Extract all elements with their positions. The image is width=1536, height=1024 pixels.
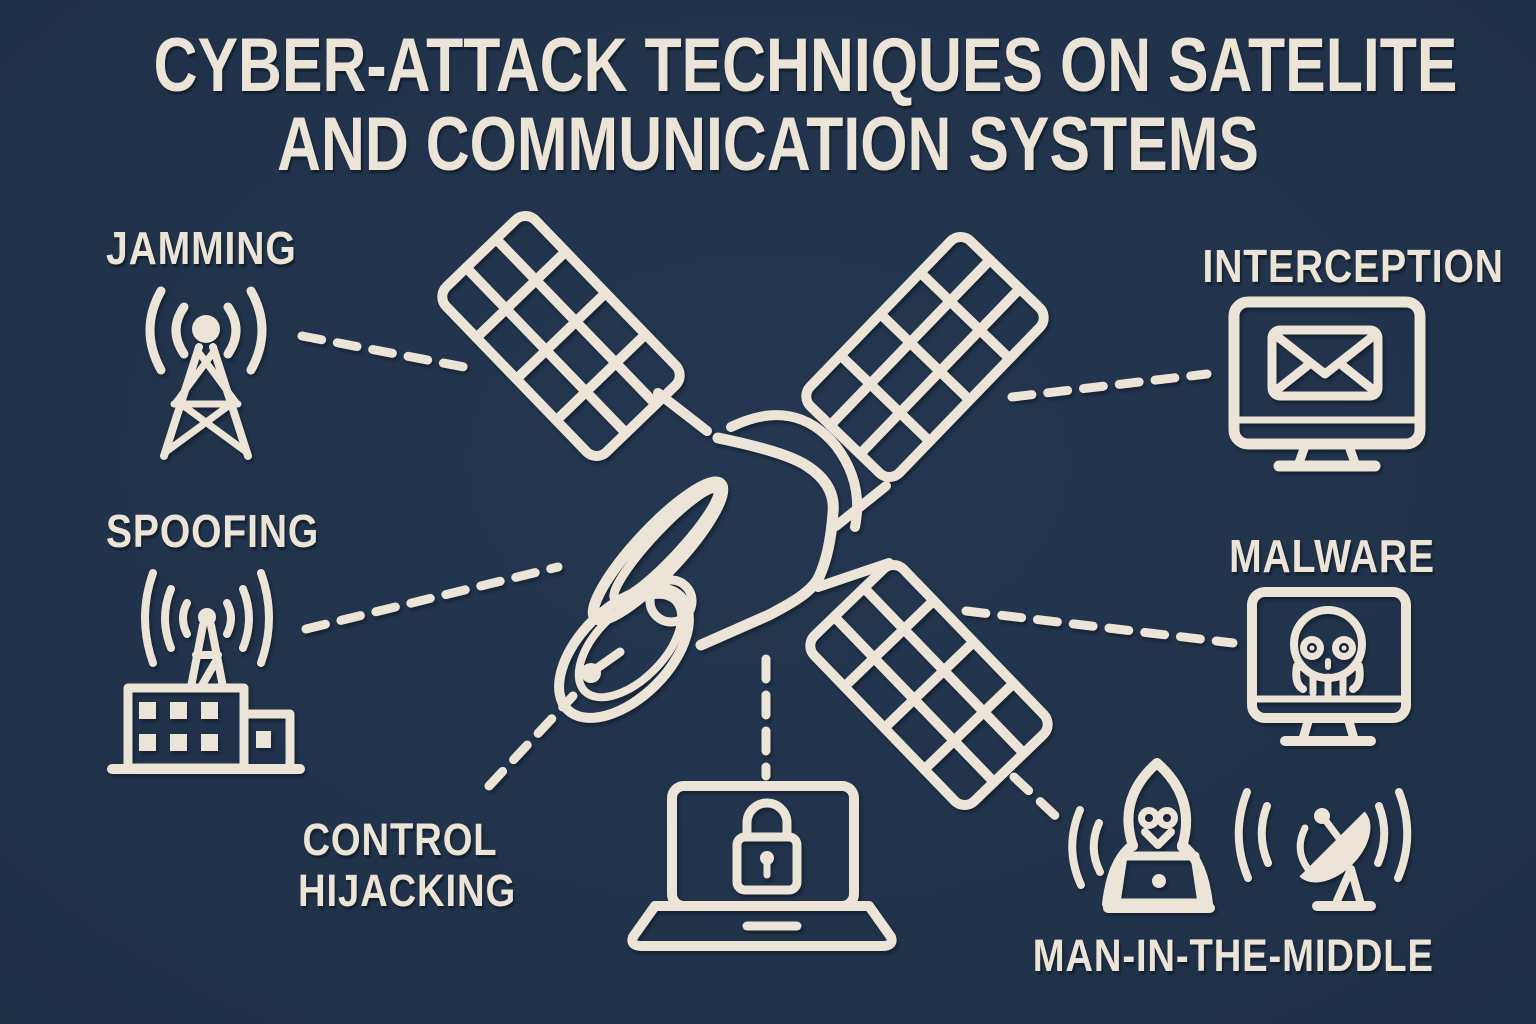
- label-spoofing: SPOOFING: [106, 505, 320, 557]
- connector-mitm: [1009, 772, 1069, 829]
- hacker-icon: [1068, 758, 1215, 913]
- label-jamming: JAMMING: [106, 222, 297, 274]
- page-title: CYBER-ATTACK TECHNIQUES ON SATELITE AND …: [153, 23, 1458, 187]
- radio-waves: [141, 569, 273, 667]
- label-control-hijacking: CONTROL HIJACKING: [298, 814, 517, 916]
- title-line-2: AND COMMUNICATION SYSTEMS: [277, 102, 1259, 187]
- dashed-connectors: [297, 331, 1238, 829]
- monitor-skull-icon: [1247, 587, 1411, 746]
- envelope-icon: [1267, 325, 1383, 401]
- radio-waves: [1068, 806, 1104, 889]
- radio-tower-icon: [145, 286, 267, 460]
- satellite-icon: [437, 210, 1054, 811]
- connector-spoofing: [301, 562, 563, 634]
- label-man-in-the-middle: MAN-IN-THE-MIDDLE: [1032, 930, 1434, 981]
- label-malware: MALWARE: [1229, 530, 1435, 582]
- connector-interception: [1007, 369, 1212, 402]
- satellite-back-arc: [726, 410, 863, 532]
- radio-waves: [145, 286, 267, 375]
- satellite-dish: [554, 583, 694, 723]
- label-interception: INTERCEPTION: [1202, 240, 1504, 292]
- connector-malware: [961, 606, 1238, 648]
- control-hijacking-line-2: HIJACKING: [298, 865, 517, 916]
- control-hijacking-line-1: CONTROL: [302, 814, 498, 865]
- building-windows: [139, 702, 271, 751]
- laptop-padlock-icon: [627, 781, 897, 951]
- monitor-envelope-icon: [1228, 296, 1426, 472]
- radio-waves: [1234, 788, 1412, 882]
- connector-jamming: [297, 331, 469, 372]
- satellite-body: [695, 432, 839, 651]
- padlock-icon: [732, 798, 802, 895]
- solar-panel-top-left: [437, 210, 686, 462]
- transmitter-building-icon: [107, 569, 305, 774]
- connector-control-hijacking: [484, 691, 578, 791]
- title-line-1: CYBER-ATTACK TECHNIQUES ON SATELITE: [153, 23, 1458, 108]
- ground-dish-icon: [1234, 788, 1412, 911]
- feed-horn: [645, 575, 697, 627]
- skull-icon: [1290, 606, 1366, 699]
- hacker-laptop-dish-icon: [1068, 758, 1412, 913]
